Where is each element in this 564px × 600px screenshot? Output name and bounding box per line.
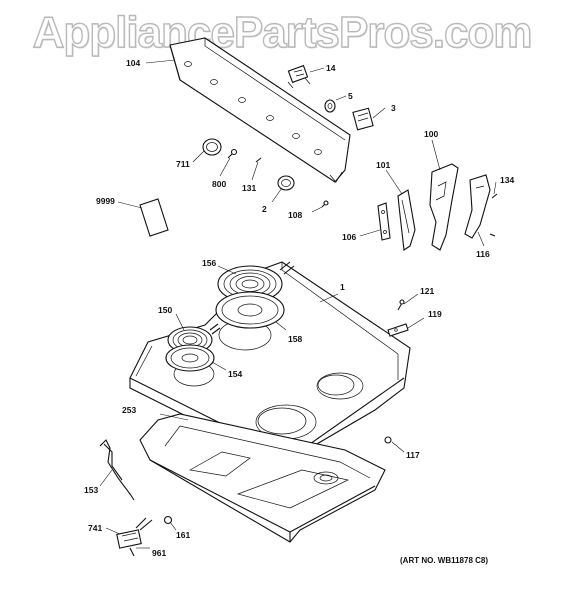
label-5: 5 <box>348 91 353 101</box>
label-154: 154 <box>228 369 242 379</box>
label-3: 3 <box>391 103 396 113</box>
leader-lines <box>99 59 497 549</box>
part-711-knob[interactable] <box>202 138 222 156</box>
part-117-grommet[interactable] <box>384 436 392 444</box>
part-119-bracket[interactable] <box>387 323 409 337</box>
label-1: 1 <box>340 282 345 292</box>
part-108-screw[interactable] <box>321 200 329 208</box>
part-9999-literature[interactable] <box>139 198 169 237</box>
part-741-terminal-block[interactable] <box>116 517 153 549</box>
part-labels: 104 14 5 3 711 800 131 2 108 100 101 134… <box>84 58 514 558</box>
part-3-infinite-switch[interactable] <box>352 107 374 131</box>
label-134: 134 <box>500 175 514 185</box>
art-number: (ART NO. WB11878 C8) <box>400 556 489 565</box>
part-104-control-panel[interactable] <box>169 37 351 183</box>
part-116-end-cap[interactable] <box>464 174 491 239</box>
part-153-wire-harness[interactable] <box>99 439 135 501</box>
label-116: 116 <box>476 249 490 259</box>
label-153: 153 <box>84 485 98 495</box>
part-800-screw[interactable] <box>227 148 238 159</box>
part-161-nut[interactable] <box>163 515 173 525</box>
label-108: 108 <box>288 210 302 220</box>
label-101: 101 <box>376 160 390 170</box>
part-106-bracket[interactable] <box>377 202 391 241</box>
part-2-knob[interactable] <box>277 175 295 191</box>
label-961: 961 <box>152 548 166 558</box>
label-106: 106 <box>342 232 356 242</box>
label-14: 14 <box>326 63 336 73</box>
part-101-bracket[interactable] <box>397 189 416 251</box>
part-134-screw[interactable] <box>491 193 498 199</box>
label-150: 150 <box>158 305 172 315</box>
part-253-burner-box[interactable] <box>139 413 386 543</box>
label-104: 104 <box>126 58 140 68</box>
label-158: 158 <box>288 334 302 344</box>
part-14-switch[interactable] <box>287 64 311 89</box>
label-161: 161 <box>176 530 190 540</box>
part-131-screw[interactable] <box>255 157 262 163</box>
part-5-clip[interactable] <box>324 99 336 113</box>
label-800: 800 <box>212 179 226 189</box>
part-961-screw[interactable] <box>129 547 135 557</box>
part-121-screw[interactable] <box>397 299 405 311</box>
part-100-end-cap[interactable] <box>429 163 459 251</box>
label-9999: 9999 <box>96 196 115 206</box>
label-131: 131 <box>242 183 256 193</box>
label-156: 156 <box>202 258 216 268</box>
label-119: 119 <box>428 309 442 319</box>
part-116-screw[interactable] <box>489 233 496 237</box>
label-2: 2 <box>262 204 267 214</box>
label-100: 100 <box>424 129 438 139</box>
part-154-drip-pan[interactable] <box>165 344 215 372</box>
label-117: 117 <box>406 450 420 460</box>
label-253: 253 <box>122 405 136 415</box>
label-121: 121 <box>420 286 434 296</box>
part-158-drip-pan[interactable] <box>215 291 285 329</box>
label-711: 711 <box>176 159 190 169</box>
label-741: 741 <box>88 523 102 533</box>
watermark-logo: AppliancePartsPros.com <box>32 7 533 57</box>
